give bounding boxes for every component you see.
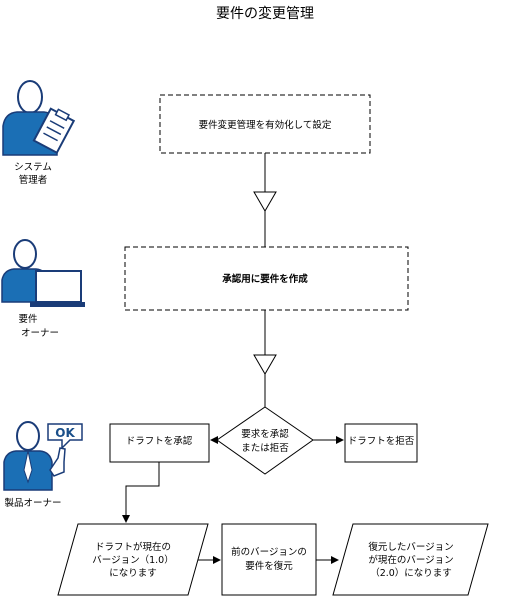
- create-requirement-box: [124, 246, 409, 311]
- restore-previous-box: [221, 523, 317, 596]
- req-owner-label-line2: オーナー: [21, 328, 59, 339]
- restored-version-parallelogram: [332, 523, 489, 596]
- sysadmin-actor-icon: [2, 80, 76, 156]
- approve-draft-label: ドラフトを承認: [126, 435, 193, 447]
- req-owner-label-line1: 要件: [18, 313, 38, 325]
- connector-approve-down: [122, 462, 160, 523]
- sysadmin-label-line1: システム: [14, 162, 52, 173]
- restore-previous-line1: 前のバージョンの: [231, 546, 307, 558]
- current-version-parallelogram: [57, 523, 209, 596]
- enable-config-label: 要件変更管理を有効化して設定: [199, 119, 332, 131]
- restored-version-line3: （2.0）になります: [370, 567, 452, 579]
- reject-draft-box: [344, 423, 418, 463]
- current-version-line2: バージョン（1.0）: [92, 554, 173, 566]
- create-requirement-label: 承認用に要件を作成: [222, 273, 308, 285]
- diagram-title: 要件の変更管理: [216, 5, 314, 22]
- flow-triangle-1: [253, 191, 277, 212]
- enable-config-box: [159, 94, 371, 154]
- reject-draft-label: ドラフトを拒否: [348, 435, 415, 447]
- restored-version-line2: が現在のバージョン: [368, 554, 453, 566]
- decision-label-line2: または拒否: [241, 442, 289, 454]
- product-owner-label: 製品オーナー: [4, 497, 61, 509]
- approve-draft-box: [109, 423, 210, 463]
- current-version-line3: になります: [109, 568, 157, 579]
- restored-version-line1: 復元したバージョン: [368, 541, 453, 553]
- decision-diamond: [216, 406, 314, 475]
- product-owner-actor-icon: OK: [3, 421, 83, 491]
- decision-label-line1: 要求を承認: [241, 428, 289, 440]
- sysadmin-label-line2: 管理者: [19, 174, 48, 186]
- flow-triangle-2: [253, 354, 277, 375]
- current-version-line1: ドラフトが現在の: [95, 541, 171, 553]
- ok-badge-text: OK: [55, 426, 75, 440]
- restore-previous-line2: 要件を復元: [245, 560, 293, 572]
- req-owner-actor-icon: [1, 239, 85, 307]
